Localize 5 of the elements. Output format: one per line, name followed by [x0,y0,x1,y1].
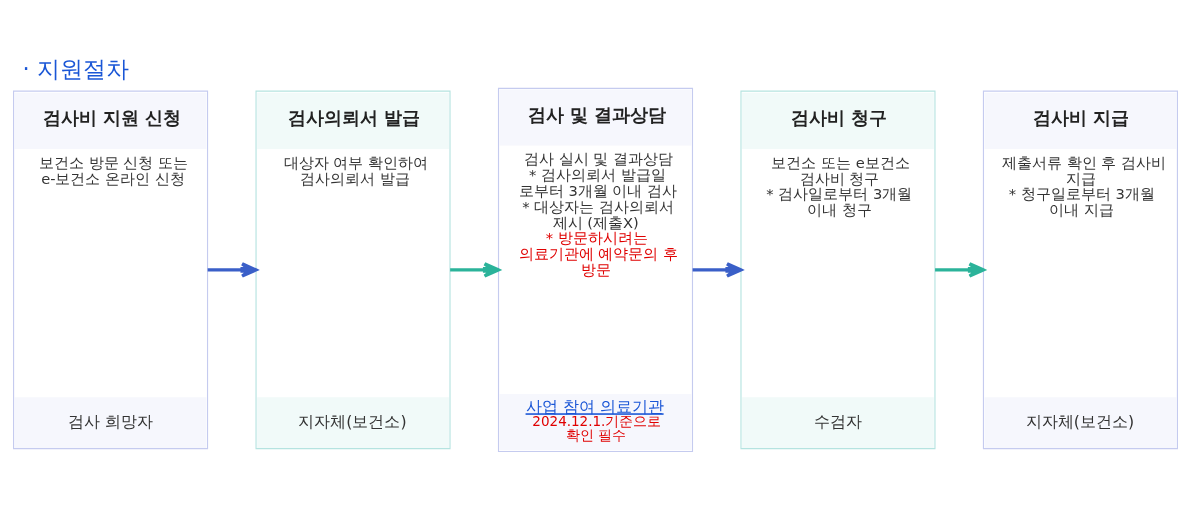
arrow [935,261,985,278]
diagram-title: · 지원절차 [22,55,129,82]
arrow [692,261,743,278]
arrow [207,261,258,278]
arrow [450,261,500,278]
